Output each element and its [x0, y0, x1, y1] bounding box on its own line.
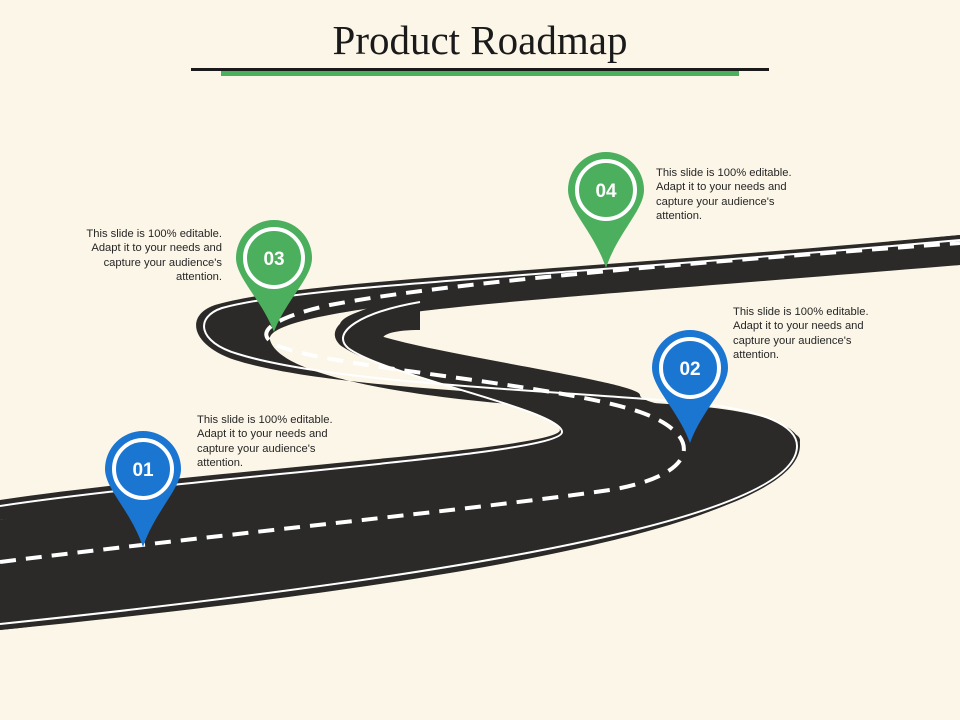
slide-title: Product Roadmap — [332, 17, 628, 63]
pin-01-ring — [112, 438, 174, 500]
road-curve-upper — [0, 235, 960, 630]
title-accent-bar — [221, 71, 739, 76]
milestone-01-description: This slide is 100% editable. Adapt it to… — [197, 414, 333, 470]
pin-02-shape — [652, 330, 728, 443]
title-underline — [191, 68, 769, 71]
pin-03-shape — [236, 220, 312, 332]
milestone-04-description: This slide is 100% editable. Adapt it to… — [656, 167, 792, 223]
milestone-pin-03[interactable]: 03 — [236, 220, 312, 332]
milestone-pin-02[interactable]: 02 — [652, 330, 728, 443]
milestone-pin-01[interactable]: 01 — [105, 431, 181, 547]
road-surface — [0, 235, 960, 630]
pin-04-ring — [575, 159, 637, 221]
road-edge-inner-line — [0, 239, 960, 625]
road-center-dashes — [0, 241, 960, 564]
road-edge-lower-line — [0, 301, 564, 507]
pin-02-number: 02 — [679, 359, 700, 380]
pin-03-number: 03 — [263, 249, 284, 270]
pin-01-number: 01 — [132, 460, 154, 481]
road-curve-lower — [0, 295, 580, 520]
milestone-02-description: This slide is 100% editable. Adapt it to… — [733, 306, 869, 362]
pin-04-shape — [568, 152, 644, 268]
pin-02-ring — [659, 337, 721, 399]
road — [0, 235, 960, 630]
milestone-03-description: This slide is 100% editable. Adapt it to… — [86, 228, 222, 284]
milestone-pin-04[interactable]: 04 — [568, 152, 644, 268]
pin-01-shape — [105, 431, 181, 547]
pin-03-ring — [243, 227, 305, 289]
pin-04-number: 04 — [595, 181, 617, 202]
